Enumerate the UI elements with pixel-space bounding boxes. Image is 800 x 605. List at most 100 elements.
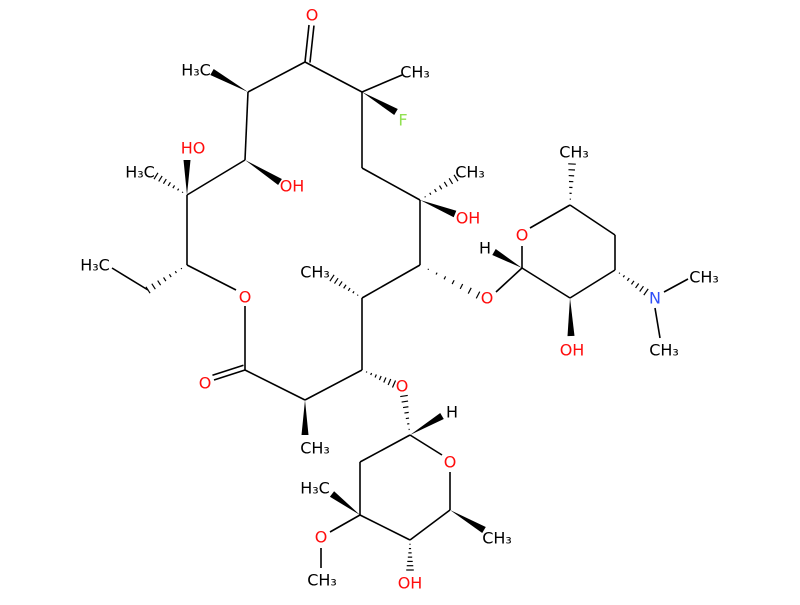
hashed-bond xyxy=(402,401,408,402)
double-bond xyxy=(310,26,314,63)
atom-labels: O H₃C OH HO H₃C H₃C O O CH₃ O CH₃ O OH C… xyxy=(80,6,719,593)
hashed-bond xyxy=(436,273,437,275)
hashed-bond xyxy=(403,407,408,408)
double-bond xyxy=(212,365,243,375)
ring-bond xyxy=(248,62,305,92)
hydroxyl-label: OH xyxy=(280,177,305,196)
wedge-bond xyxy=(450,510,486,533)
methoxy-bond xyxy=(330,515,360,532)
wedge-bond xyxy=(492,249,522,268)
hydroxyl-label: OH xyxy=(398,574,423,593)
ring-bond xyxy=(187,160,245,195)
hydroxyl-label: OH xyxy=(560,341,585,360)
ring-bond xyxy=(570,205,615,235)
hashed-bond xyxy=(168,182,170,186)
hashed-bond xyxy=(400,395,408,396)
ring-oxygen: O xyxy=(239,288,252,307)
bonds xyxy=(112,25,688,570)
hashed-bond xyxy=(152,284,156,289)
methyl-label: CH₃ xyxy=(482,529,512,548)
methyl-label: CH₃ xyxy=(455,163,485,182)
hashed-bond xyxy=(623,275,624,277)
sugar-ring-oxygen: O xyxy=(444,453,457,472)
ethyl-methyl-label: H₃C xyxy=(80,256,110,275)
sugar-ring-oxygen: O xyxy=(516,226,529,245)
hashed-bond xyxy=(444,276,445,279)
ring-bond xyxy=(305,62,362,92)
methoxy-oxygen: O xyxy=(315,528,328,547)
hashed-bond xyxy=(163,179,166,184)
hashed-bond xyxy=(175,271,176,273)
ring-bond xyxy=(305,370,362,400)
n-methyl-label: CH₃ xyxy=(649,341,679,360)
hashed-bond xyxy=(435,189,437,192)
hashed-bond xyxy=(627,278,629,281)
ring-bond xyxy=(410,510,450,540)
wedge-bond xyxy=(568,298,575,336)
ring-bond xyxy=(530,205,570,228)
hydroxyl-label: OH xyxy=(456,209,481,228)
wedge-bond xyxy=(410,413,444,435)
hashed-bond xyxy=(330,275,334,281)
glycosidic-bond xyxy=(496,268,522,292)
hashed-bond xyxy=(452,280,454,284)
hashed-bond xyxy=(449,178,452,184)
glycosidic-oxygen: O xyxy=(481,289,494,308)
methyl-bond xyxy=(362,75,402,92)
wedge-bond xyxy=(210,69,248,92)
n-methyl-label: CH₃ xyxy=(689,268,719,287)
hashed-bond xyxy=(379,376,381,380)
hydroxyl-label: HO xyxy=(181,139,206,158)
hashed-bond xyxy=(619,273,620,274)
hashed-bond xyxy=(182,192,183,193)
hashed-bond xyxy=(375,375,376,378)
wedge-bond xyxy=(362,92,398,115)
glycosidic-oxygen: O xyxy=(396,377,409,396)
hashed-bond xyxy=(158,281,161,286)
hashed-bond xyxy=(388,379,391,385)
methyl-label: CH₃ xyxy=(300,439,330,458)
hashed-bond xyxy=(357,295,358,296)
hashed-bond xyxy=(460,284,462,289)
nitrogen-label: N xyxy=(649,289,661,308)
wedge-bond xyxy=(184,160,191,195)
ring-bond xyxy=(187,265,236,290)
methyl-label: H₃C xyxy=(300,479,330,498)
methoxy-methyl-label: CH₃ xyxy=(307,571,337,590)
hashed-bond xyxy=(404,412,408,413)
ring-bond xyxy=(245,92,248,160)
hydrogen-label: H xyxy=(479,239,491,258)
methyl-label: CH₃ xyxy=(400,63,430,82)
n-methyl-bond xyxy=(664,279,688,292)
wedge-bond xyxy=(420,200,456,217)
ring-bond xyxy=(360,435,410,462)
hashed-bond xyxy=(644,289,648,295)
fluorine-label: F xyxy=(398,111,407,130)
ring-bond xyxy=(410,435,442,455)
hashed-bond xyxy=(476,292,479,299)
wedge-bond xyxy=(302,400,309,435)
hashed-bond xyxy=(159,176,162,182)
methyl-label: CH₃ xyxy=(300,263,330,282)
ring-bond xyxy=(570,270,615,298)
wedge-bond xyxy=(330,491,360,515)
hashed-bond xyxy=(353,291,354,293)
hashed-bond xyxy=(334,278,338,283)
double-bond xyxy=(214,370,245,380)
hydrogen-label: H xyxy=(446,403,458,422)
hashed-bond xyxy=(178,189,179,191)
wedge-bond xyxy=(245,160,282,185)
hashed-bond xyxy=(640,286,644,291)
double-bond xyxy=(305,25,309,62)
ring-bond xyxy=(362,168,420,200)
methyl-label: H₃C xyxy=(181,61,211,80)
ring-bond xyxy=(362,265,420,298)
hashed-bond xyxy=(468,288,471,294)
ethyl-bond xyxy=(112,268,148,290)
ketone-oxygen: O xyxy=(306,6,319,25)
hashed-bond xyxy=(631,281,634,285)
hashed-bond xyxy=(430,193,431,195)
n-methyl-bond xyxy=(655,308,660,338)
